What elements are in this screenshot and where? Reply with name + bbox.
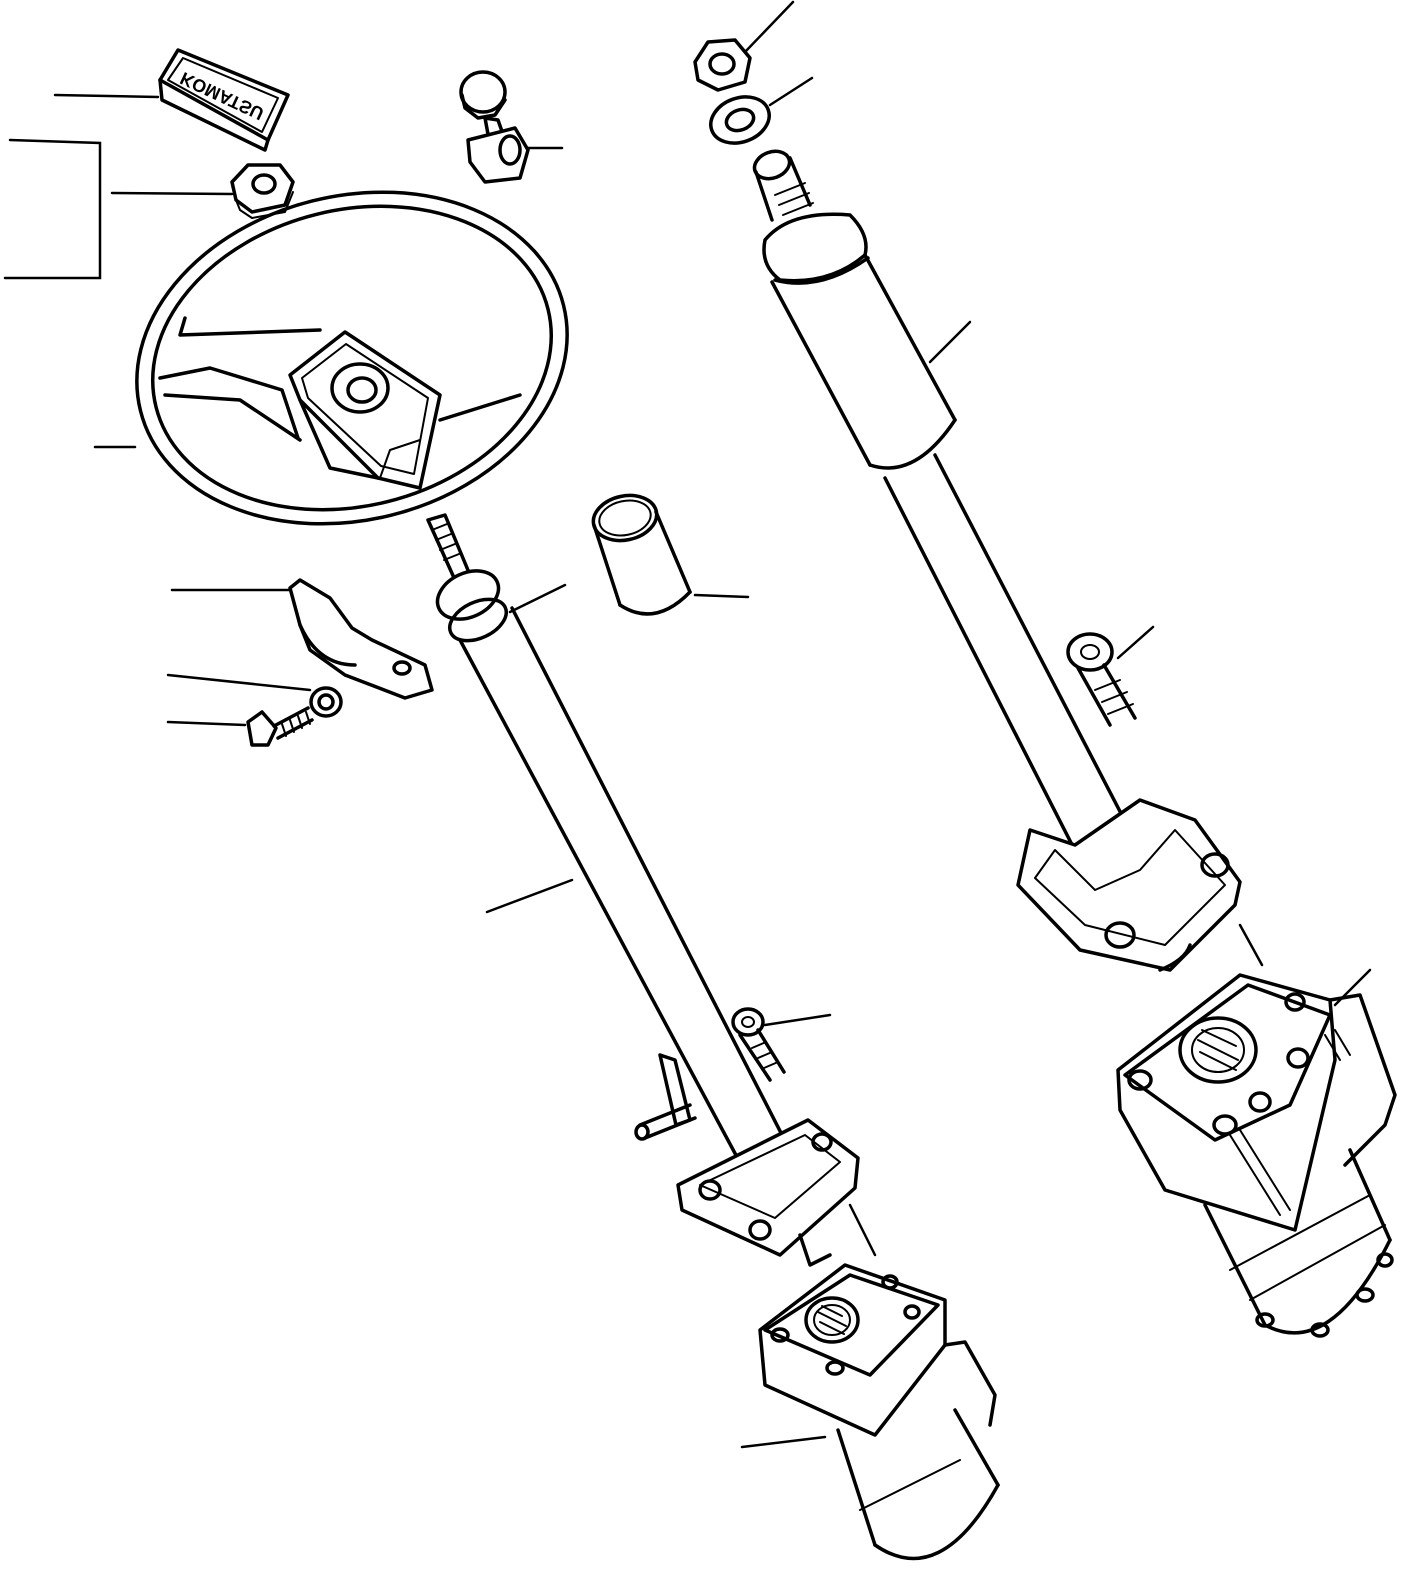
top-washer [709,95,771,145]
leader-washer [166,673,312,692]
leader-bolt-left [166,720,247,727]
leader-valve-left-center [848,1203,877,1257]
leader-column-right [928,320,972,364]
leader-wheel-nut [110,191,234,196]
leader-lines [3,0,1372,1449]
leader-valve-left [740,1435,827,1449]
bolt-left [246,706,314,747]
steering-knob [459,70,530,184]
steering-wheel [135,190,569,526]
leader-column-bolt-left [763,1013,832,1027]
leader-column-bolt-right [1116,625,1155,660]
leader-valve-right-center [1238,923,1264,967]
leader-bracket-group [3,138,102,280]
wheel-nut [230,163,295,219]
leader-top-washer [768,76,814,107]
steering-valve-right [1116,973,1397,1338]
leader-column-left [485,878,574,914]
leader-top-nut [743,0,795,54]
clamp [288,578,434,700]
horn-cap: KOMATSU [158,48,290,152]
sleeve [591,493,692,616]
steering-column-left [426,513,860,1267]
steering-column-right [752,149,1242,972]
steering-valve-left [758,1263,1000,1561]
leader-column-top-left [508,583,567,614]
washer [309,686,343,718]
leader-sleeve [693,593,750,599]
leader-horn-cap [53,93,160,99]
top-nut [693,38,752,92]
